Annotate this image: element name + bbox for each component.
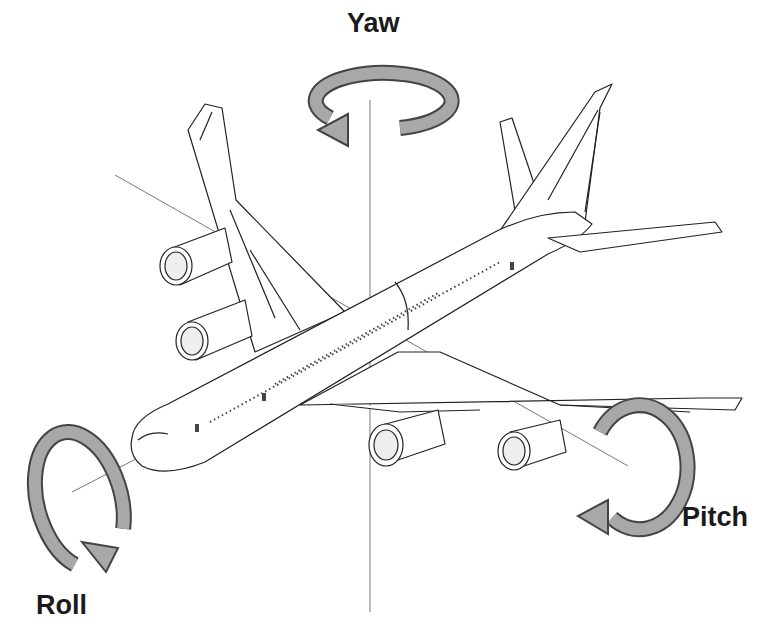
near-stabilizer	[548, 222, 722, 252]
pitch-label: Pitch	[682, 504, 748, 531]
near-engine	[498, 420, 566, 470]
window-row	[275, 292, 440, 384]
far-engine	[176, 300, 252, 360]
fuselage-seam	[395, 282, 408, 330]
fin-detail	[548, 110, 600, 212]
yaw-label: Yaw	[347, 10, 400, 37]
windows	[195, 262, 514, 432]
door	[195, 424, 199, 432]
window-row	[210, 262, 500, 422]
far-engine	[160, 228, 232, 285]
door	[510, 262, 514, 270]
near-engine	[369, 410, 445, 466]
roll-arrow	[21, 422, 136, 572]
cockpit	[138, 433, 168, 440]
yaw-arrow	[316, 73, 452, 146]
near-wing	[300, 352, 742, 410]
fuselage	[131, 212, 592, 471]
wing-detail	[200, 112, 212, 140]
roll-label: Roll	[36, 592, 87, 619]
door	[262, 393, 266, 401]
pitch-arrow	[578, 405, 688, 534]
